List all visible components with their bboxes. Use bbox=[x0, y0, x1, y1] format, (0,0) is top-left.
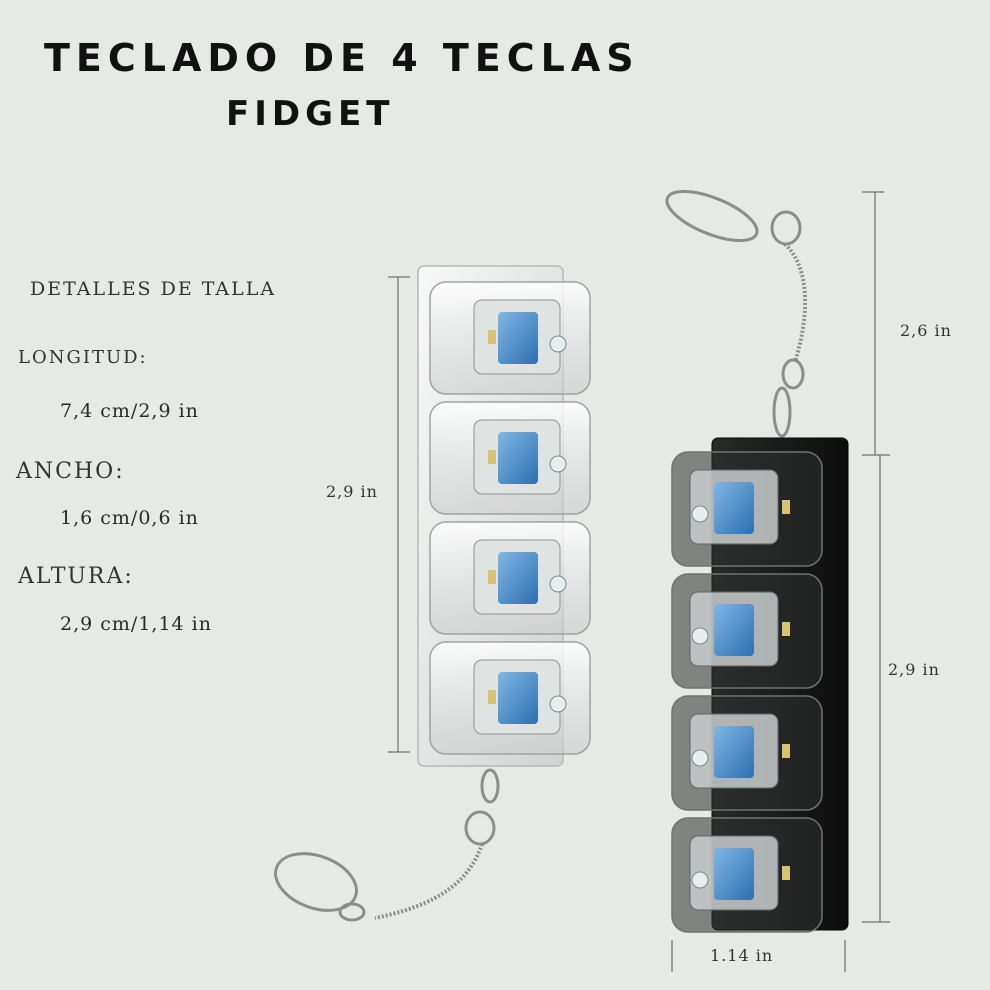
clear-keychain bbox=[274, 768, 500, 922]
length-label: LONGITUD: bbox=[18, 347, 148, 368]
clear-key-1 bbox=[429, 281, 591, 395]
clear-key-3 bbox=[429, 521, 591, 635]
clear-key-4 bbox=[429, 641, 591, 755]
height-value: 2,9 cm/1,14 in bbox=[60, 613, 212, 635]
clear-key-2 bbox=[429, 401, 591, 515]
clear-height-dimension-line bbox=[388, 276, 410, 753]
length-value: 7,4 cm/2,9 in bbox=[60, 400, 199, 422]
black-width-label: 1.14 in bbox=[710, 946, 774, 965]
title-line-1: TECLADO DE 4 TECLAS bbox=[44, 36, 640, 80]
title-line-2: FIDGET bbox=[226, 94, 395, 134]
black-height-label: 2,9 in bbox=[888, 660, 940, 679]
clear-keyboard bbox=[417, 265, 591, 767]
chain-height-dimension-line bbox=[862, 191, 884, 455]
black-height-dimension-line bbox=[862, 454, 890, 923]
height-label: ALTURA: bbox=[18, 564, 134, 589]
black-key-1 bbox=[671, 451, 823, 567]
black-key-3 bbox=[671, 695, 823, 811]
black-key-4 bbox=[671, 817, 823, 933]
black-key-2 bbox=[671, 573, 823, 689]
width-value: 1,6 cm/0,6 in bbox=[60, 507, 199, 529]
black-keyboard bbox=[671, 437, 849, 933]
black-keychain bbox=[665, 189, 807, 438]
width-label: ANCHO: bbox=[16, 459, 125, 484]
chain-height-label: 2,6 in bbox=[900, 321, 952, 340]
size-details-heading: DETALLES DE TALLA bbox=[30, 278, 277, 300]
clear-height-label: 2,9 in bbox=[326, 482, 378, 501]
black-width-dimension-line bbox=[671, 940, 846, 972]
